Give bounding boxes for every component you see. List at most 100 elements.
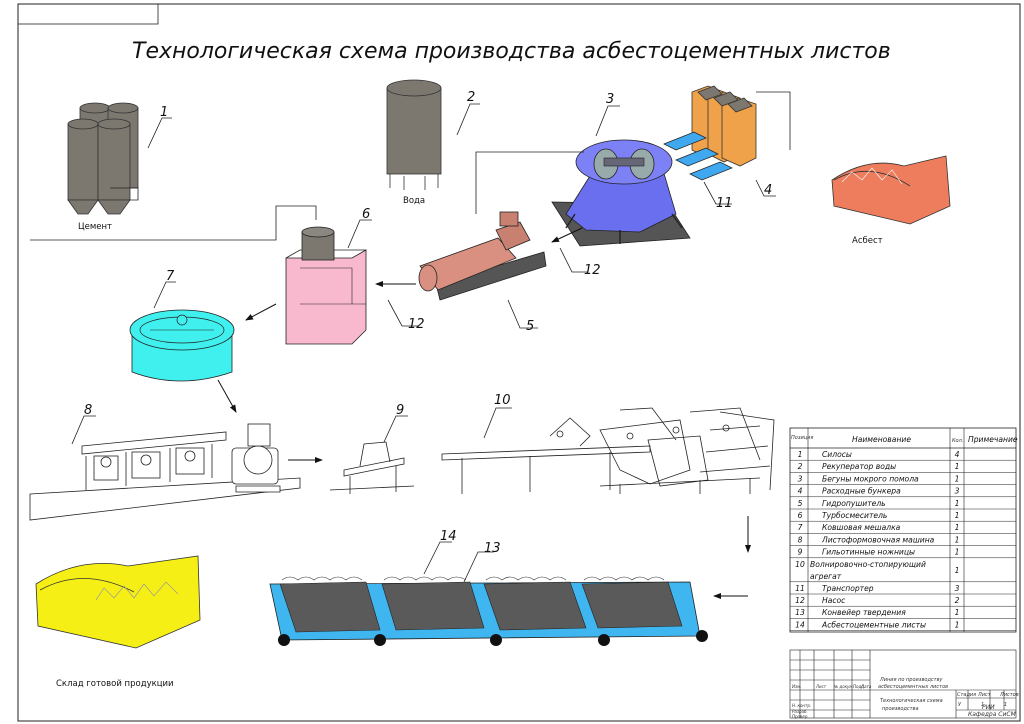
warehouse-label: Склад готовой продукции xyxy=(56,679,174,689)
conveyor-roller xyxy=(374,634,386,646)
spec-name: Турбосмеситель xyxy=(822,511,887,520)
spec-qty: 3 xyxy=(955,487,960,496)
callout-5: 5 xyxy=(526,319,534,334)
spec-qty: 1 xyxy=(955,535,960,544)
callout-10: 10 xyxy=(494,393,511,408)
hydro-pulper xyxy=(418,211,547,301)
spec-qty: 1 xyxy=(955,474,960,483)
stamp-row-label: Дата xyxy=(860,684,872,689)
spec-name: Расходные бункера xyxy=(822,487,901,496)
spec-row: 5 Гидропушитель 1 xyxy=(790,499,1016,510)
spec-qty: 1 xyxy=(955,620,960,629)
callout-4: 4 xyxy=(764,183,772,198)
callout-14: 14 xyxy=(440,529,457,544)
spec-row: 9 Гильотинные ножницы 1 xyxy=(790,548,1016,559)
turbo-mixer xyxy=(285,226,367,345)
spec-name: Транспортер xyxy=(822,584,874,593)
stamp-org-line2: Кафедра СиСМ xyxy=(968,711,1017,718)
spec-name: Волнировочно-стопирующий xyxy=(810,560,926,569)
spec-name: Рекуператор воды xyxy=(822,462,896,471)
spec-pos: 3 xyxy=(798,474,803,483)
callout-8: 8 xyxy=(84,403,92,418)
callout-1: 1 xyxy=(160,105,168,120)
spec-pos: 9 xyxy=(798,548,803,557)
bucket-mixer xyxy=(129,309,235,382)
callout-12a: 12 xyxy=(584,263,601,278)
spec-name: Гидропушитель xyxy=(822,499,886,508)
sheet-forming-machine xyxy=(29,423,301,521)
spec-qty: 2 xyxy=(955,596,960,605)
spec-pos: 4 xyxy=(798,487,803,496)
stamp-sheet-line1: Технологическая схема xyxy=(880,698,943,704)
stamp-col-sheet: Лист xyxy=(977,692,992,698)
callout-11: 11 xyxy=(716,196,733,211)
stamp-side-label: Разраб. xyxy=(792,709,808,714)
sheet-frame xyxy=(17,3,1021,722)
stamp-doc-line1: Линия по производству xyxy=(879,677,944,683)
stamp-row-label: Подп. xyxy=(853,684,865,689)
spec-name: Асбестоцементные листы xyxy=(821,620,926,629)
belt-transporters xyxy=(663,131,733,181)
stamp-side-label: Н. контр. xyxy=(792,703,811,708)
spec-pos: 7 xyxy=(798,523,803,532)
spec-pos: 10 xyxy=(795,560,805,569)
spec-name: Гильотинные ножницы xyxy=(822,548,915,557)
asbestos-cement-sheet-stacks xyxy=(279,576,683,633)
cement-label: Цемент xyxy=(78,222,112,232)
spec-qty: 1 xyxy=(955,499,960,508)
spec-pos: 13 xyxy=(795,608,805,617)
spec-pos: 11 xyxy=(795,584,805,593)
spec-name: Ковшовая мешалка xyxy=(822,523,901,532)
top-left-tag xyxy=(17,3,159,25)
spec-qty: 1 xyxy=(955,462,960,471)
finished-goods-warehouse xyxy=(35,555,201,649)
title-block xyxy=(789,649,1017,719)
spec-pos: 5 xyxy=(798,499,803,508)
spec-pos: 12 xyxy=(795,596,805,605)
stamp-sheets: 1 xyxy=(1004,702,1007,708)
spec-name: Листоформовочная машина xyxy=(821,535,935,544)
spec-row: 8 Листоформовочная машина 1 xyxy=(790,535,1016,546)
stamp-side-label: Провер. xyxy=(792,714,809,719)
spec-qty: 3 xyxy=(955,584,960,593)
corrugating-stacking-unit xyxy=(441,407,775,494)
drawing-title: Технологическая схема производства асбес… xyxy=(132,39,891,64)
spec-qty: 1 xyxy=(955,566,960,575)
conveyor-roller xyxy=(598,634,610,646)
stamp-doc-line2: асбестоцементных листов xyxy=(878,684,948,690)
callout-12b: 12 xyxy=(408,317,425,332)
spec-qty: 1 xyxy=(955,608,960,617)
spec-qty: 4 xyxy=(955,450,960,459)
stamp-row-label: № докум. xyxy=(833,684,854,689)
asbestos-store xyxy=(831,155,951,225)
stamp-sheet: 1 xyxy=(981,702,984,708)
spec-header-qty: Кол. xyxy=(952,438,963,444)
spec-pos: 8 xyxy=(798,535,803,544)
guillotine-shears xyxy=(329,441,415,494)
conveyor-roller xyxy=(490,634,502,646)
callout-2: 2 xyxy=(467,90,475,105)
water-label: Вода xyxy=(403,196,425,206)
callout-13: 13 xyxy=(484,541,501,556)
conveyor-roller xyxy=(278,634,290,646)
spec-pos: 14 xyxy=(795,620,805,629)
stamp-row-label: Лист xyxy=(815,684,827,689)
stamp-col-stage: Стадия xyxy=(957,692,976,698)
stamp-col-sheets: Листов xyxy=(999,692,1019,698)
callout-9: 9 xyxy=(396,403,404,418)
wet-grinding-mill xyxy=(551,139,691,247)
stamp-stage: У xyxy=(958,702,962,708)
spec-pos: 1 xyxy=(798,450,803,459)
asbestos-label: Асбест xyxy=(852,236,883,246)
conveyor-roller xyxy=(696,630,708,642)
spec-qty: 1 xyxy=(955,548,960,557)
spec-name: Силосы xyxy=(822,450,852,459)
